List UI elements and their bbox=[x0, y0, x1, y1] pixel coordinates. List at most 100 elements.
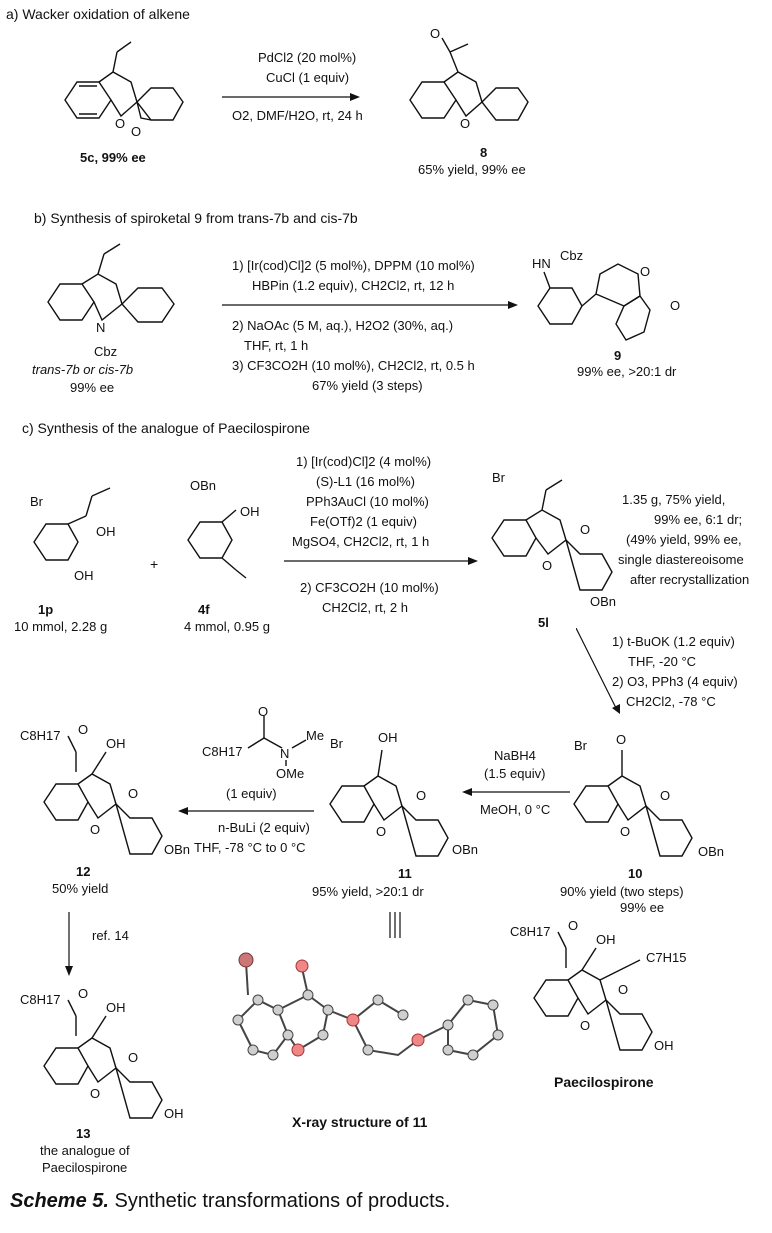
atom-n: N bbox=[280, 746, 289, 761]
structure-10: Br O O O OBn bbox=[573, 732, 724, 859]
atom-br: Br bbox=[330, 736, 344, 751]
cond-b-3: 2) NaOAc (5 M, aq.), H2O2 (30%, aq.) bbox=[232, 318, 454, 333]
label-7b: trans-7b or cis-7b bbox=[32, 362, 134, 377]
atom-o: O bbox=[618, 982, 628, 997]
info-8: 65% yield, 99% ee bbox=[418, 162, 526, 177]
info-10-1: 90% yield (two steps) bbox=[560, 884, 684, 899]
atom-o: O bbox=[580, 522, 590, 537]
atom-me: Me bbox=[306, 728, 324, 743]
structure-13: C8H17 O OH O O OH bbox=[20, 986, 184, 1121]
structure-1p: Br OH OH bbox=[30, 487, 116, 583]
label-8: 8 bbox=[480, 145, 488, 160]
info-13-2: Paecilospirone bbox=[42, 1160, 128, 1175]
atom-o: O bbox=[78, 986, 88, 1001]
atom-obn: OBn bbox=[190, 478, 216, 493]
atom-o: O bbox=[131, 124, 141, 139]
info-4f: 4 mmol, 0.95 g bbox=[184, 619, 270, 634]
atom-oh: OH bbox=[164, 1106, 184, 1121]
paecilospirone-label: Paecilospirone bbox=[554, 1074, 654, 1090]
structure-11: Br OH O O OBn bbox=[329, 730, 478, 857]
info-5l-1: 1.35 g, 75% yield, bbox=[622, 492, 726, 507]
cond-c-7: CH2Cl2, rt, 2 h bbox=[322, 600, 408, 615]
atom-ome: OMe bbox=[276, 766, 304, 781]
atom-c7h15: C7H15 bbox=[646, 950, 686, 965]
atom-br: Br bbox=[492, 470, 506, 485]
xray-structure-image bbox=[232, 952, 504, 1061]
cond-b-5: 3) CF3CO2H (10 mol%), CH2Cl2, rt, 0.5 h bbox=[232, 358, 475, 373]
label-1p: 1p bbox=[38, 602, 54, 617]
info-7b: 99% ee bbox=[70, 380, 115, 395]
cond-c-3: PPh3AuCl (10 mol%) bbox=[306, 494, 429, 509]
info-1p: 10 mmol, 2.28 g bbox=[14, 619, 108, 634]
atom-br: Br bbox=[574, 738, 588, 753]
atom-oh: OH bbox=[106, 1000, 126, 1015]
label-10: 10 bbox=[628, 866, 643, 881]
section-c-title: c) Synthesis of the analogue of Paecilos… bbox=[22, 420, 310, 436]
atom-obn: OBn bbox=[164, 842, 190, 857]
atom-o: O bbox=[660, 788, 670, 803]
structure-9: HN Cbz O O bbox=[532, 248, 680, 341]
cond-b-1: 1) [Ir(cod)Cl]2 (5 mol%), DPPM (10 mol%) bbox=[232, 258, 475, 273]
info-12: 50% yield bbox=[52, 881, 109, 896]
cond-c-2: (S)-L1 (16 mol%) bbox=[316, 474, 415, 489]
atom-o: O bbox=[430, 26, 440, 41]
info-5l-3: (49% yield, 99% ee, bbox=[626, 532, 742, 547]
info-10-2: 99% ee bbox=[620, 900, 665, 915]
atom-o: O bbox=[90, 1086, 100, 1101]
label-5l: 5l bbox=[538, 615, 549, 630]
structure-8: O O bbox=[409, 26, 529, 131]
cond-c2-4: CH2Cl2, -78 °C bbox=[626, 694, 716, 709]
info-13-1: the analogue of bbox=[40, 1143, 130, 1158]
arrow-c5 bbox=[65, 912, 73, 976]
cond-w-3: THF, -78 °C to 0 °C bbox=[194, 840, 306, 855]
cond-a-2: CuCl (1 equiv) bbox=[266, 70, 350, 85]
info-5l-5: after recrystallization bbox=[630, 572, 750, 587]
arrow-c3 bbox=[462, 788, 570, 796]
info-5l-4: single diastereoisome bbox=[618, 552, 744, 567]
cbz-label: Cbz bbox=[94, 344, 117, 359]
cond-w-2: n-BuLi (2 equiv) bbox=[218, 820, 310, 835]
atom-o: O bbox=[416, 788, 426, 803]
atom-o: O bbox=[78, 722, 88, 737]
section-a-title: a) Wacker oxidation of alkene bbox=[6, 6, 190, 22]
atom-oh: OH bbox=[240, 504, 260, 519]
cond-c2-3: 2) O3, PPh3 (4 equiv) bbox=[612, 674, 738, 689]
atom-c8h17: C8H17 bbox=[20, 728, 60, 743]
atom-oh: OH bbox=[596, 932, 616, 947]
cond-c2-1: 1) t-BuOK (1.2 equiv) bbox=[612, 634, 735, 649]
arrow-a bbox=[222, 93, 360, 101]
atom-o: O bbox=[640, 264, 650, 279]
label-5c: 5c, 99% ee bbox=[80, 150, 146, 165]
cond-c-5: MgSO4, CH2Cl2, rt, 1 h bbox=[292, 534, 430, 549]
info-9: 99% ee, >20:1 dr bbox=[577, 364, 677, 379]
caption-bold: Scheme 5. bbox=[10, 1190, 109, 1212]
structure-5l: Br O O OBn bbox=[491, 470, 616, 609]
atom-oh: OH bbox=[74, 568, 94, 583]
atom-obn: OBn bbox=[452, 842, 478, 857]
cond-c-1: 1) [Ir(cod)Cl]2 (4 mol%) bbox=[296, 454, 432, 469]
atom-c8h17: C8H17 bbox=[202, 744, 242, 759]
structure-4f: OBn OH bbox=[187, 478, 260, 579]
cbz-label: Cbz bbox=[560, 248, 583, 263]
structure-7b: N Cbz bbox=[47, 243, 175, 359]
atom-oh: OH bbox=[378, 730, 398, 745]
cond-b-6: 67% yield (3 steps) bbox=[312, 378, 423, 393]
atom-o: O bbox=[620, 824, 630, 839]
structure-paecilospirone: C8H17 O OH C7H15 O O OH bbox=[510, 918, 686, 1053]
cond-c2-2: THF, -20 °C bbox=[628, 654, 697, 669]
atom-obn: OBn bbox=[698, 844, 724, 859]
section-b-title: b) Synthesis of spiroketal 9 from trans-… bbox=[34, 210, 358, 226]
cond-c-6: 2) CF3CO2H (10 mol%) bbox=[300, 580, 439, 595]
cond-a-1: PdCl2 (20 mol%) bbox=[258, 50, 357, 65]
atom-oh: OH bbox=[654, 1038, 674, 1053]
structure-weinreb: C8H17 O N Me OMe bbox=[202, 704, 324, 781]
atom-o: O bbox=[542, 558, 552, 573]
scheme-caption: Scheme 5. Synthetic transformations of p… bbox=[10, 1190, 450, 1213]
atom-oh: OH bbox=[96, 524, 116, 539]
atom-o: O bbox=[670, 298, 680, 313]
atom-c8h17: C8H17 bbox=[510, 924, 550, 939]
atom-o: O bbox=[616, 732, 626, 747]
structure-5c: O O bbox=[64, 41, 184, 139]
atom-br: Br bbox=[30, 494, 44, 509]
cond-ref: ref. 14 bbox=[92, 928, 129, 943]
